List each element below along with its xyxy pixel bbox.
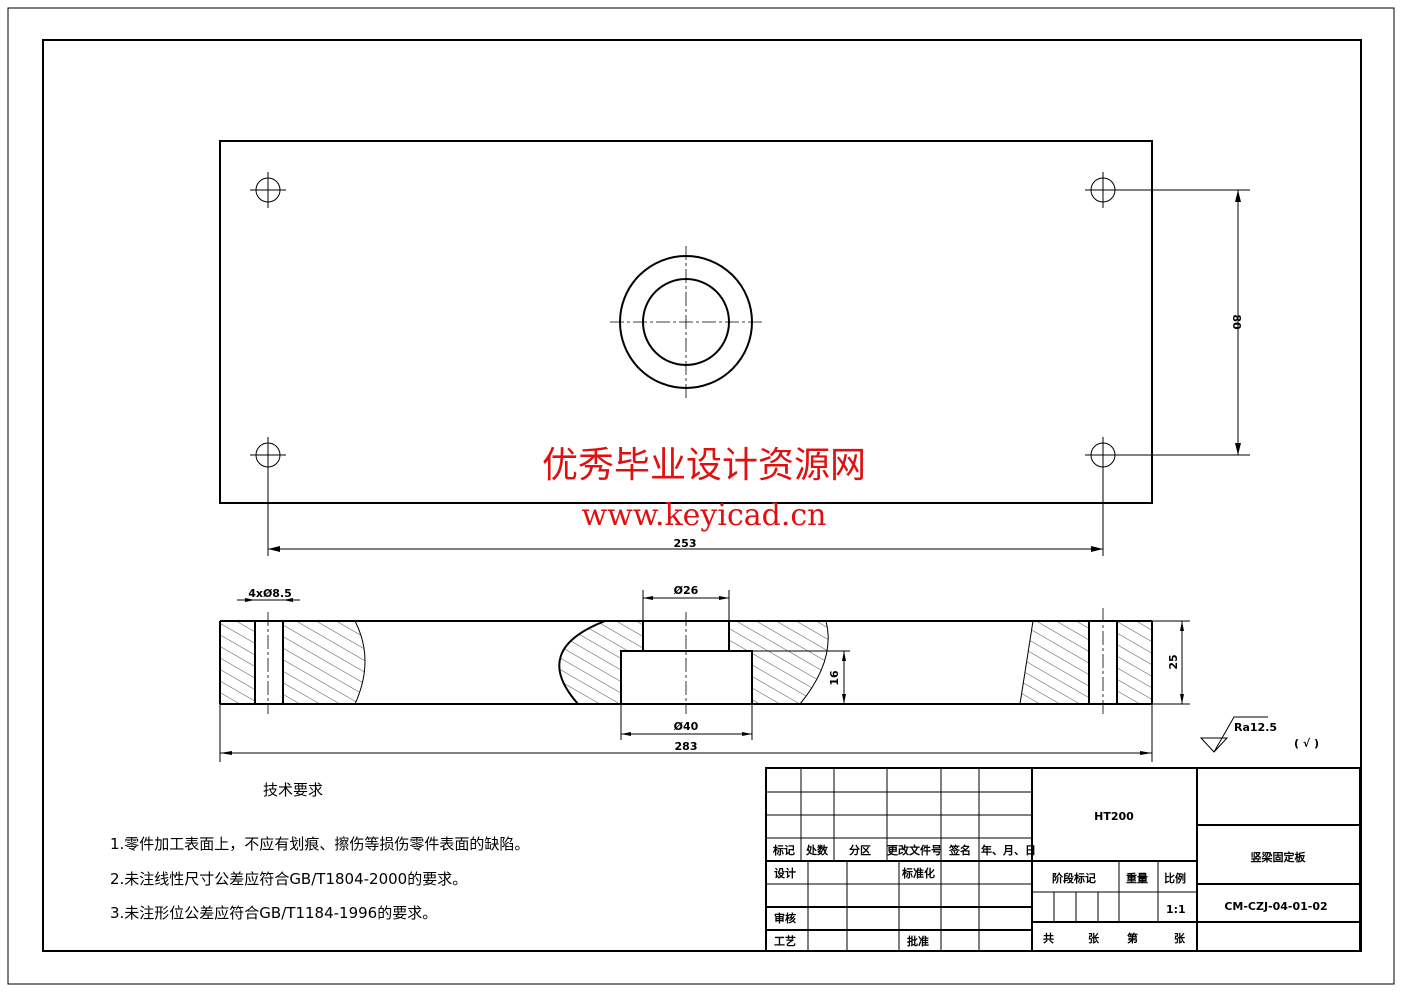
- svg-text:阶段标记: 阶段标记: [1052, 871, 1096, 885]
- dimension-16-label: 16: [828, 670, 841, 686]
- watermark-url: www.keyicad.cn: [581, 498, 826, 533]
- section-view: 4xØ8.5 Ø26 Ø40 16 25 283: [219, 584, 1190, 762]
- dimension-d26-label: Ø26: [674, 584, 699, 597]
- roughness-label: Ra12.5: [1234, 721, 1277, 734]
- svg-text:批准: 批准: [907, 934, 929, 948]
- dimension-253-label: 253: [674, 537, 697, 550]
- dimension-80-label: 80: [1230, 314, 1243, 330]
- svg-text:工艺: 工艺: [774, 934, 796, 948]
- drawing-number: CM-CZJ-04-01-02: [1224, 900, 1327, 913]
- outer-border: [7, 7, 1395, 985]
- other-finish-label: ( √ ): [1294, 737, 1319, 750]
- tech-requirements: 技术要求 1.零件加工表面上，不应有划痕、擦伤等损伤零件表面的缺陷。 2.未注线…: [110, 781, 529, 922]
- watermark-name: 优秀毕业设计资源网: [542, 445, 866, 486]
- svg-text:处数: 处数: [805, 843, 829, 857]
- svg-text:标准化: 标准化: [901, 866, 935, 880]
- svg-text:第: 第: [1127, 931, 1138, 945]
- dimension-283-label: 283: [675, 740, 698, 753]
- dimension-80: 80: [1115, 189, 1250, 456]
- requirement-item: 1.零件加工表面上，不应有划痕、擦伤等损伤零件表面的缺陷。: [110, 835, 529, 853]
- svg-text:年、月、日: 年、月、日: [981, 843, 1036, 857]
- plate-outline: [219, 140, 1153, 504]
- top-view: 80 253: [219, 140, 1250, 556]
- dimension-d40-label: Ø40: [674, 720, 699, 733]
- dimension-25-label: 25: [1167, 654, 1180, 669]
- svg-text:共: 共: [1043, 931, 1054, 945]
- svg-text:张: 张: [1088, 931, 1100, 945]
- requirement-item: 2.未注线性尺寸公差应符合GB/T1804-2000的要求。: [110, 870, 467, 888]
- drawing-frame: [42, 39, 1362, 952]
- tech-requirements-title: 技术要求: [263, 781, 323, 799]
- svg-text:设计: 设计: [774, 866, 796, 880]
- material: HT200: [1094, 810, 1134, 823]
- part-name: 竖梁固定板: [1251, 850, 1307, 864]
- scale: 1:1: [1166, 903, 1186, 916]
- dimension-253: 253: [267, 467, 1104, 556]
- svg-text:标记: 标记: [772, 843, 795, 857]
- title-block: 标记 处数 分区 更改文件号 签名 年、月、日 设计 标准化 审核 工艺 批准 …: [765, 767, 1361, 952]
- center-counterbore: [610, 246, 762, 398]
- requirement-item: 3.未注形位公差应符合GB/T1184-1996的要求。: [110, 904, 437, 922]
- hole-callout: 4xØ8.5: [248, 587, 292, 600]
- svg-text:审核: 审核: [774, 911, 796, 925]
- svg-text:签名: 签名: [948, 843, 971, 857]
- svg-text:重量: 重量: [1126, 871, 1148, 885]
- svg-text:比例: 比例: [1164, 871, 1186, 885]
- mounting-hole-tl: [250, 172, 286, 208]
- svg-text:分区: 分区: [849, 843, 871, 857]
- surface-finish-symbol: Ra12.5 ( √ ): [1199, 716, 1319, 753]
- svg-text:更改文件号: 更改文件号: [887, 843, 942, 857]
- svg-text:张: 张: [1174, 931, 1186, 945]
